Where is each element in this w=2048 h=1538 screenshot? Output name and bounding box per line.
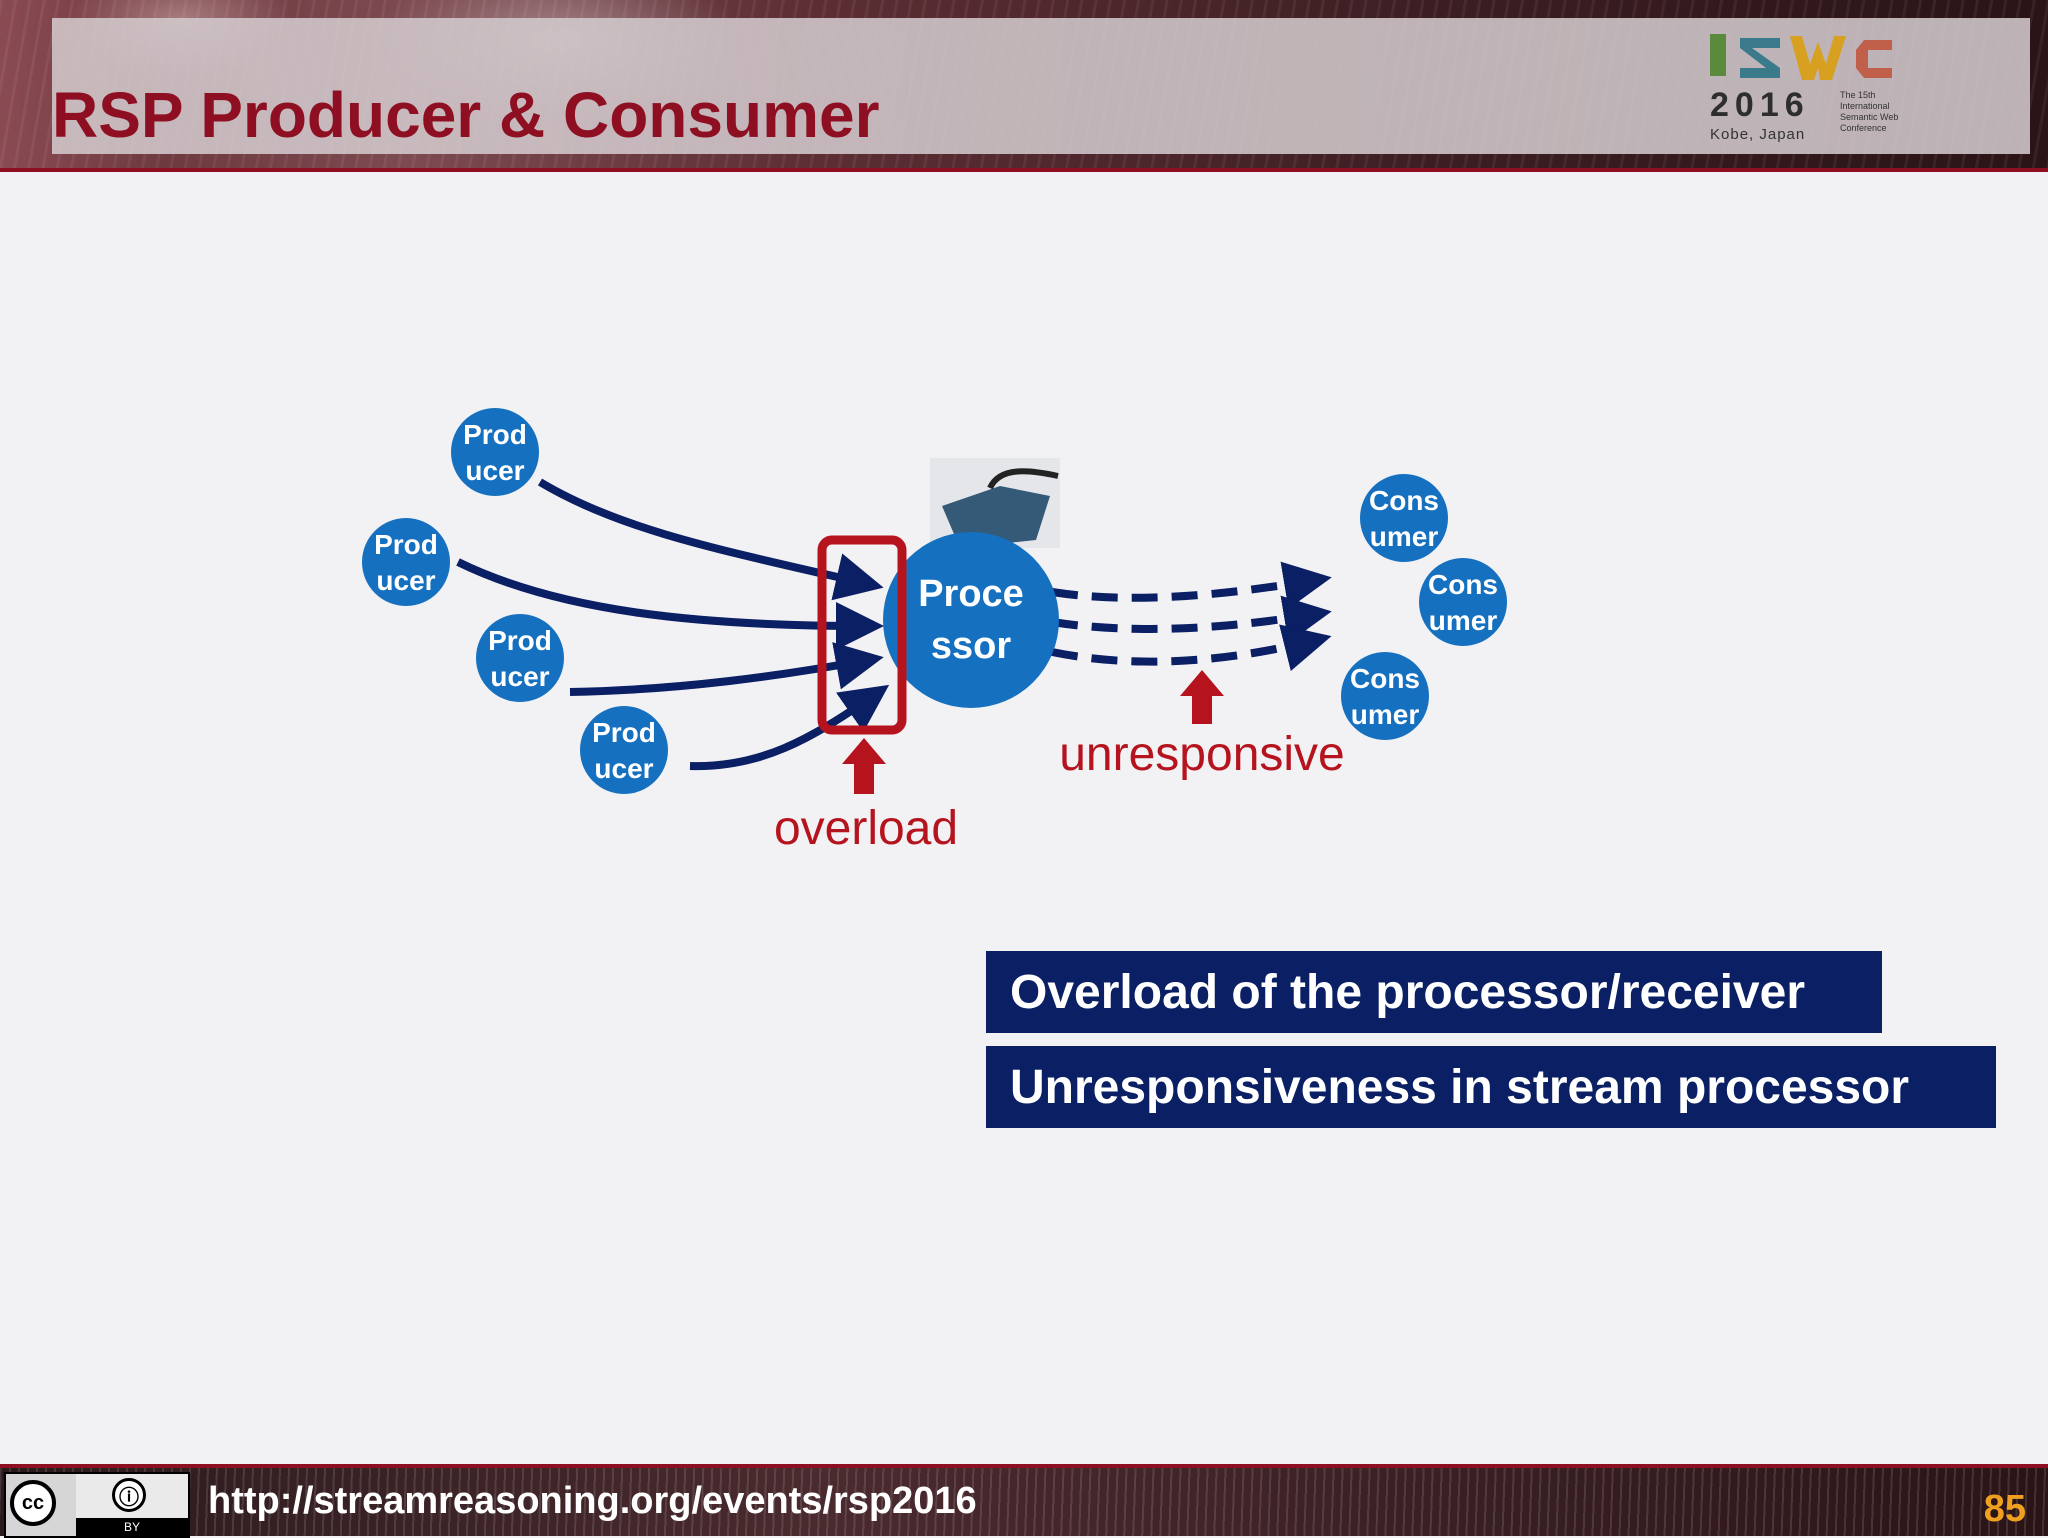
logo-letter-c bbox=[1856, 40, 1892, 78]
overload-highlight-box bbox=[817, 535, 907, 735]
logo-letter-i bbox=[1710, 34, 1726, 76]
logo-letter-s bbox=[1740, 38, 1780, 78]
logo-year: 2016 bbox=[1710, 86, 1810, 124]
producer-consumer-diagram: Proce ssor Prod ucer Prod ucer Prod ucer… bbox=[362, 408, 1507, 855]
title-panel bbox=[52, 18, 2030, 154]
header-divider bbox=[0, 168, 2048, 172]
callout-overload: Overload of the processor/receiver bbox=[986, 951, 1882, 1033]
output-arrow-3 bbox=[1051, 624, 1332, 672]
consumer-label-line1: Cons bbox=[1350, 663, 1420, 694]
consumer-label-line1: Cons bbox=[1369, 485, 1439, 516]
footer-background bbox=[0, 1464, 2048, 1536]
producer-node: Prod ucer bbox=[451, 408, 539, 496]
producer-arrow-1 bbox=[537, 478, 884, 601]
output-arrow-2 bbox=[1051, 595, 1332, 643]
footer-banner bbox=[0, 1464, 2048, 1536]
cc-by-license-badge: cc ⓘ BY bbox=[4, 1472, 190, 1538]
iswc-logo bbox=[1710, 34, 1892, 80]
consumer-node: Cons umer bbox=[1419, 558, 1507, 646]
unresponsive-pointer-arrow bbox=[1180, 670, 1224, 724]
consumer-node: Cons umer bbox=[1341, 652, 1429, 740]
producer-label-line2: ucer bbox=[594, 753, 653, 784]
person-icon: ⓘ bbox=[112, 1478, 146, 1512]
logo-letter-w bbox=[1790, 36, 1846, 80]
by-block: ⓘ BY bbox=[76, 1474, 188, 1536]
footer-divider bbox=[0, 1464, 2048, 1468]
callout-unresponsiveness: Unresponsiveness in stream processor bbox=[986, 1046, 1996, 1128]
processor-label-line1: Proce bbox=[918, 573, 1024, 615]
processor-node: Proce ssor bbox=[883, 532, 1059, 708]
page-number: 85 bbox=[1983, 1488, 2026, 1530]
producer-arrow-3 bbox=[569, 642, 884, 696]
producer-node: Prod ucer bbox=[580, 706, 668, 794]
producer-arrow-2 bbox=[456, 558, 884, 650]
consumer-label-line2: umer bbox=[1370, 521, 1439, 552]
consumer-label-line1: Cons bbox=[1428, 569, 1498, 600]
cc-icon: cc bbox=[10, 1480, 56, 1526]
slide-title: RSP Producer & Consumer bbox=[52, 79, 880, 151]
consumer-label-line2: umer bbox=[1429, 605, 1498, 636]
logo-conference: The 15th International Semantic Web Conf… bbox=[1840, 90, 1899, 133]
unresponsive-label: unresponsive bbox=[1059, 728, 1345, 781]
producer-label-line2: ucer bbox=[465, 455, 524, 486]
consumer-label-line2: umer bbox=[1351, 699, 1420, 730]
producer-label-line1: Prod bbox=[592, 717, 656, 748]
footer-url[interactable]: http://streamreasoning.org/events/rsp201… bbox=[208, 1480, 977, 1522]
producer-label-line1: Prod bbox=[374, 529, 438, 560]
producer-label-line1: Prod bbox=[463, 419, 527, 450]
processor-device-image bbox=[930, 458, 1060, 548]
producer-label-line2: ucer bbox=[490, 661, 549, 692]
output-arrow-1 bbox=[1051, 561, 1332, 609]
overload-label: overload bbox=[774, 802, 958, 855]
overload-pointer-arrow bbox=[842, 738, 886, 794]
producer-arrow-4 bbox=[689, 684, 890, 771]
consumer-node: Cons umer bbox=[1360, 474, 1448, 562]
by-label: BY bbox=[76, 1518, 188, 1536]
producer-node: Prod ucer bbox=[362, 518, 450, 606]
producer-label-line1: Prod bbox=[488, 625, 552, 656]
producer-node: Prod ucer bbox=[476, 614, 564, 702]
logo-location: Kobe, Japan bbox=[1710, 126, 1806, 143]
processor-label-line2: ssor bbox=[931, 625, 1011, 667]
producer-label-line2: ucer bbox=[376, 565, 435, 596]
